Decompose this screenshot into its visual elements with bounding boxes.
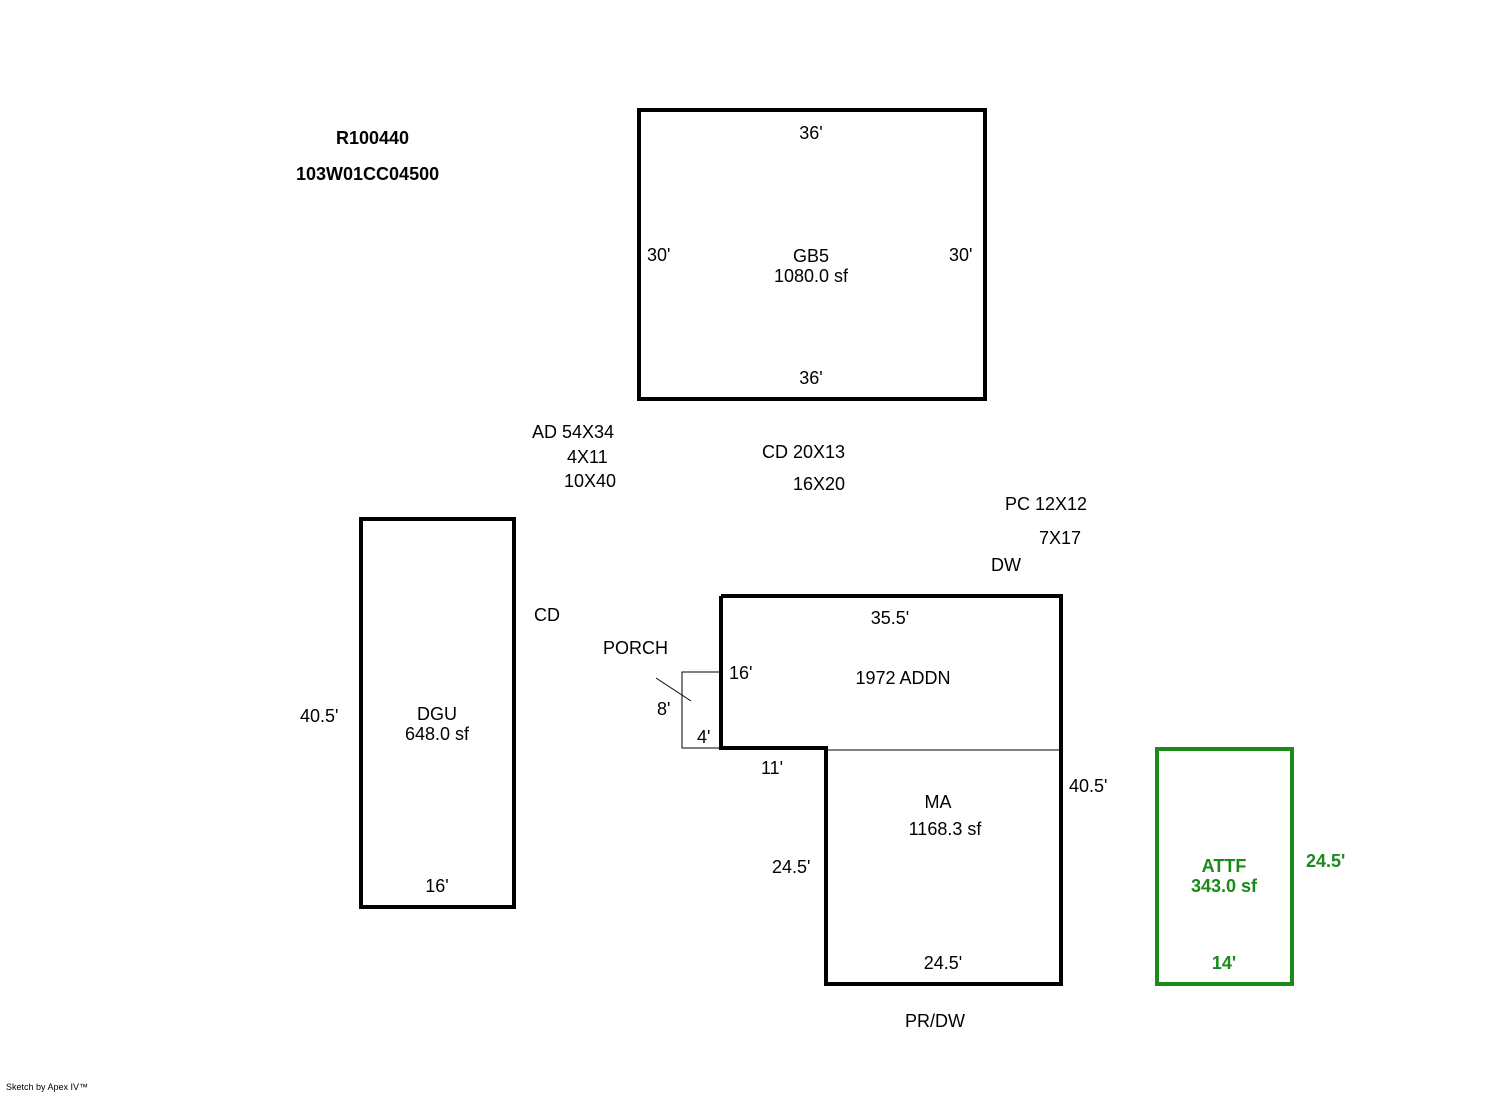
ad-note-line1: AD 54X34 [532, 422, 615, 442]
attf-right-dimension: 24.5' [1306, 851, 1346, 871]
gb5-area: 1080.0 sf [773, 266, 849, 286]
dw-note: DW [991, 555, 1021, 575]
pc-note-line1: PC 12X12 [1005, 494, 1088, 514]
prdw-note: PR/DW [905, 1011, 965, 1031]
porch-leader [655, 677, 692, 702]
attf-outline [1155, 747, 1294, 986]
gb5-right-dimension: 30' [949, 245, 973, 265]
dgu-bottom-dimension: 16' [425, 876, 449, 896]
ma-area: 1168.3 sf [908, 819, 982, 839]
dgu-outline [359, 517, 516, 909]
ma-right-dimension: 40.5' [1069, 776, 1108, 796]
gb5-left-dimension: 30' [647, 245, 671, 265]
addn-left-dimension: 16' [729, 663, 753, 683]
dgu-label: DGU [417, 704, 457, 724]
gb5-bottom-dimension: 36' [799, 368, 823, 388]
ad-note-line2: 4X11 [567, 447, 608, 467]
account-number: R100440 [336, 128, 410, 148]
addn-label: 1972 ADDN [855, 668, 951, 688]
attf-area: 343.0 sf [1190, 876, 1258, 896]
ad-note-line3: 10X40 [564, 471, 617, 491]
house-perimeter [719, 594, 1063, 986]
addn-top-dimension: 35.5' [870, 608, 910, 628]
porch-height-dimension: 8' [657, 699, 671, 719]
notch-dimension: 11' [761, 758, 784, 778]
ma-bottom-dimension: 24.5' [923, 953, 963, 973]
attf-bottom-dimension: 14' [1211, 953, 1237, 973]
attf-label: ATTF [1201, 856, 1247, 876]
map-number: 103W01CC04500 [296, 164, 440, 184]
pc-note-line2: 7X17 [1039, 528, 1082, 548]
dgu-area: 648.0 sf [404, 724, 470, 744]
ma-left-dimension: 24.5' [772, 857, 811, 877]
sketch-credit: Sketch by Apex IV™ [6, 1082, 89, 1092]
gb5-outline [637, 108, 987, 401]
porch-width-dimension: 4' [697, 727, 711, 747]
porch-label: PORCH [603, 638, 669, 658]
cd-note: CD [534, 605, 560, 625]
cd-note-line2: 16X20 [793, 474, 846, 494]
porch-outline [681, 671, 721, 749]
cd-note-line1: CD 20X13 [762, 442, 846, 462]
dgu-left-dimension: 40.5' [300, 706, 339, 726]
gb5-top-dimension: 36' [799, 123, 823, 143]
gb5-label: GB5 [792, 246, 830, 266]
ma-label: MA [924, 792, 952, 812]
